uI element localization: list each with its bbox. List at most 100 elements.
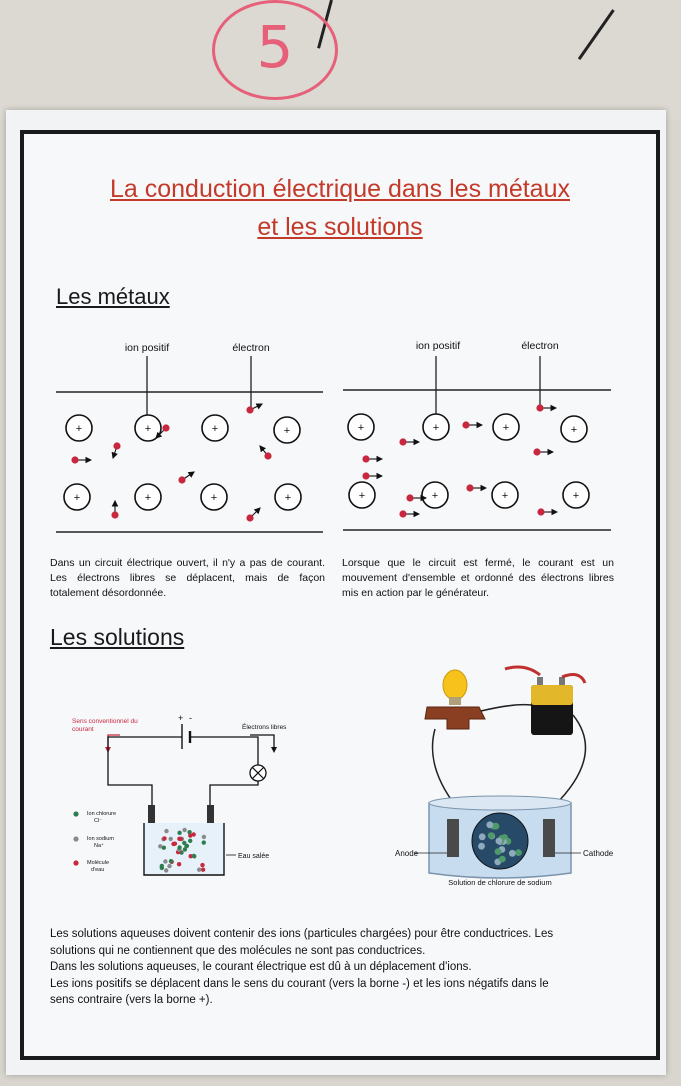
legend-eau-dot bbox=[73, 860, 79, 866]
battery-plus: + bbox=[178, 713, 183, 723]
positive-ion bbox=[347, 413, 375, 441]
electron bbox=[406, 494, 414, 502]
solution-particle bbox=[197, 867, 202, 872]
ion-plus-sign: + bbox=[76, 423, 82, 435]
poster-title: La conduction électrique dans les métaux… bbox=[40, 170, 640, 246]
solution-particle bbox=[184, 843, 190, 849]
solution-particle bbox=[191, 832, 196, 837]
zoom-particle bbox=[498, 855, 506, 863]
solution-particle bbox=[161, 845, 166, 850]
label-sens-conventionnel: Sens conventionnel du bbox=[72, 718, 138, 725]
bulb-icon bbox=[442, 669, 468, 701]
solution-particle bbox=[177, 830, 182, 835]
solution-particle bbox=[188, 854, 193, 859]
title-line-1: La conduction électrique dans les métaux bbox=[109, 175, 570, 203]
label-anode: Anode bbox=[395, 849, 419, 858]
solution-particle bbox=[168, 859, 174, 864]
anode-plate bbox=[447, 819, 459, 857]
ion-plus-sign: + bbox=[433, 422, 439, 434]
battery-minus: - bbox=[189, 713, 192, 723]
electron bbox=[399, 438, 407, 446]
ion-plus-sign: + bbox=[145, 423, 151, 435]
electron bbox=[362, 472, 370, 480]
ion-plus-sign: + bbox=[145, 492, 151, 504]
solution-particle bbox=[191, 853, 197, 859]
legend-sodium-2: Na⁺ bbox=[94, 842, 104, 849]
zoom-particle bbox=[478, 842, 485, 850]
solutions-paragraph: Les solutions aqueuses doivent contenir … bbox=[50, 926, 620, 1009]
zoom-particle bbox=[492, 822, 500, 830]
wall-background bbox=[0, 0, 681, 120]
zoom-particle bbox=[508, 849, 516, 857]
solution-particle bbox=[200, 867, 206, 872]
positive-ion bbox=[200, 483, 228, 511]
solution-particle bbox=[200, 862, 205, 868]
solution-particle bbox=[201, 834, 207, 840]
ion-plus-sign: + bbox=[211, 492, 217, 504]
clip-wire bbox=[561, 673, 587, 684]
positive-ion bbox=[274, 483, 302, 511]
electron bbox=[536, 404, 544, 412]
electron bbox=[462, 421, 470, 429]
paragraph-line: Les ions positifs se déplacent dans le s… bbox=[50, 977, 549, 990]
solution-particle bbox=[176, 862, 182, 867]
ion-plus-sign: + bbox=[502, 490, 508, 502]
label-cathode: Cathode bbox=[583, 849, 614, 858]
ion-plus-sign: + bbox=[284, 425, 290, 437]
label-sens-courant: courant bbox=[72, 726, 94, 733]
ion-plus-sign: + bbox=[503, 422, 509, 434]
solution-particle bbox=[201, 840, 206, 845]
ion-plus-sign: + bbox=[285, 492, 291, 504]
electron bbox=[399, 510, 407, 518]
legend-eau-1: Molécule bbox=[87, 860, 109, 866]
section-heading-metals: Les métaux bbox=[56, 284, 170, 309]
electron bbox=[113, 442, 121, 450]
poster-frame bbox=[20, 130, 660, 1060]
solution-particle bbox=[188, 833, 193, 838]
positive-ion bbox=[491, 481, 519, 509]
positive-ion bbox=[422, 413, 450, 441]
label-electron: électron bbox=[521, 340, 559, 352]
metal-diagrams: ion positif électron ++++++++ ion positi… bbox=[56, 340, 611, 533]
electron bbox=[466, 484, 474, 492]
legend-eau-2: d'eau bbox=[91, 867, 104, 873]
solution-particle bbox=[167, 863, 172, 869]
positive-ion bbox=[348, 481, 376, 509]
caption-open-circuit: Dans un circuit électrique ouvert, il n'… bbox=[50, 557, 325, 599]
electron bbox=[246, 514, 254, 522]
legend-sodium-dot bbox=[73, 836, 79, 842]
solution-particle bbox=[188, 838, 193, 843]
paragraph-line: Les solutions aqueuses doivent contenir … bbox=[50, 928, 554, 940]
arrow-electron-flow bbox=[250, 734, 275, 751]
solution-particle bbox=[177, 845, 182, 850]
electron bbox=[362, 455, 370, 463]
solution-particle bbox=[162, 836, 167, 841]
page-number-circle bbox=[212, 0, 338, 100]
label-electron: électron bbox=[232, 342, 270, 354]
solution-particle bbox=[159, 865, 164, 871]
electron bbox=[537, 508, 545, 516]
ion-plus-sign: + bbox=[573, 490, 579, 502]
label-ion-positif: ion positif bbox=[125, 342, 169, 354]
solution-particle bbox=[182, 827, 187, 833]
electron bbox=[264, 452, 272, 460]
positive-ion bbox=[273, 416, 301, 444]
lamp-holder bbox=[424, 706, 486, 730]
positive-ion bbox=[562, 481, 590, 509]
cathode-plate bbox=[543, 819, 555, 857]
electron bbox=[178, 476, 186, 484]
zoom-particle bbox=[515, 849, 522, 856]
page-number: 5 bbox=[256, 13, 294, 81]
solution-particle bbox=[178, 836, 183, 842]
positive-ion bbox=[134, 483, 162, 511]
paragraph-line: Dans les solutions aqueuses, le courant … bbox=[50, 961, 472, 973]
zoom-particle bbox=[486, 821, 494, 829]
legend-chlorure-2: Cl⁻ bbox=[94, 818, 102, 824]
zoom-particle bbox=[478, 833, 486, 841]
ion-plus-sign: + bbox=[359, 490, 365, 502]
legend-sodium-1: Ion sodium bbox=[87, 836, 114, 842]
clip-wire bbox=[504, 665, 541, 677]
positive-ion bbox=[65, 414, 93, 442]
ion-plus-sign: + bbox=[212, 423, 218, 435]
electrolysis-circuit-diagram: Sens conventionnel du courant Électrons … bbox=[72, 713, 287, 876]
